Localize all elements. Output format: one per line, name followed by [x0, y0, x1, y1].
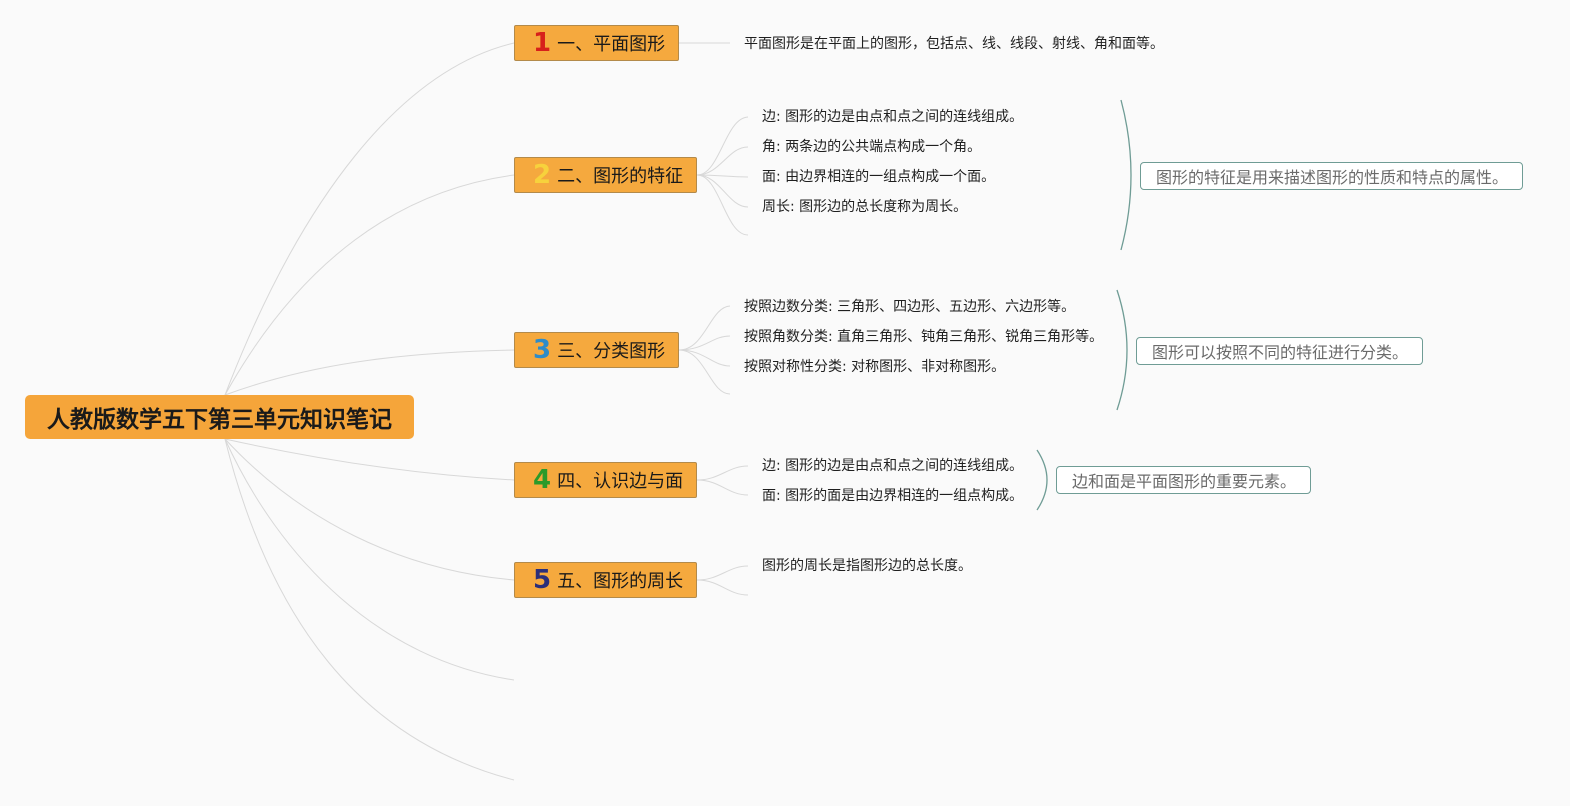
connector-t3-leaf-2: [678, 335, 731, 351]
connector-root-empty-1: [224, 438, 515, 681]
connector-t2-leaf-5: [696, 174, 749, 236]
number-3-icon: 3: [533, 335, 552, 365]
topic-2-detail-3[interactable]: 面: 由边界相连的一组点构成一个面。: [762, 169, 996, 185]
topic-2-summary[interactable]: 图形的特征是用来描述图形的性质和特点的属性。: [1140, 162, 1523, 190]
topic-2-detail-1[interactable]: 边: 图形的边是由点和点之间的连线组成。: [762, 109, 1024, 125]
topic-3-label: 三、分类图形: [557, 341, 666, 362]
summary-bracket-t3: [1116, 289, 1128, 411]
topic-2[interactable]: 2 二、图形的特征: [514, 157, 697, 193]
connector-t5-leaf-1: [696, 565, 749, 581]
connector-t2-leaf-3: [696, 174, 749, 178]
connector-t2-leaf-1: [696, 116, 749, 176]
topic-4-detail-1[interactable]: 边: 图形的边是由点和点之间的连线组成。: [762, 458, 1024, 474]
connector-t3-leaf-1: [678, 305, 731, 351]
topic-3-detail-2[interactable]: 按照角数分类: 直角三角形、钝角三角形、锐角三角形等。: [744, 329, 1104, 345]
connector-root-topic-2: [224, 174, 515, 396]
connector-root-empty-2: [224, 438, 515, 781]
connector-root-topic-3: [224, 349, 515, 396]
topic-2-detail-2[interactable]: 角: 两条边的公共端点构成一个角。: [762, 139, 982, 155]
central-topic[interactable]: 人教版数学五下第三单元知识笔记: [25, 395, 414, 439]
number-2-icon: 2: [533, 160, 552, 190]
topic-4-detail-2[interactable]: 面: 图形的面是由边界相连的一组点构成。: [762, 488, 1024, 504]
topic-3-detail-3[interactable]: 按照对称性分类: 对称图形、非对称图形。: [744, 359, 1006, 375]
summary-bracket-t2: [1120, 99, 1132, 251]
connector-t2-leaf-4: [696, 174, 749, 208]
topic-2-label: 二、图形的特征: [557, 166, 684, 187]
number-4-icon: 4: [533, 465, 552, 495]
connector-root-topic-4: [224, 438, 515, 481]
topic-3-detail-1[interactable]: 按照边数分类: 三角形、四边形、五边形、六边形等。: [744, 299, 1076, 315]
topic-1[interactable]: 1 一、平面图形: [514, 25, 679, 61]
topic-5-label: 五、图形的周长: [557, 571, 684, 592]
topic-5-detail-1[interactable]: 图形的周长是指图形边的总长度。: [762, 558, 972, 574]
topic-1-label: 一、平面图形: [557, 34, 666, 55]
connector-root-topic-5: [224, 438, 515, 581]
summary-bracket-t4: [1036, 449, 1048, 511]
connector-t3-leaf-3: [678, 349, 731, 367]
connector-root-topic-1: [224, 42, 515, 396]
connector-t2-leaf-2: [696, 146, 749, 176]
topic-4-summary[interactable]: 边和面是平面图形的重要元素。: [1056, 466, 1311, 494]
number-1-icon: 1: [533, 28, 552, 58]
topic-3[interactable]: 3 三、分类图形: [514, 332, 679, 368]
topic-4-label: 四、认识边与面: [557, 471, 684, 492]
number-5-icon: 5: [533, 565, 552, 595]
topic-4[interactable]: 4 四、认识边与面: [514, 462, 697, 498]
connector-t4-leaf-2: [696, 479, 749, 496]
topic-5[interactable]: 5 五、图形的周长: [514, 562, 697, 598]
connector-t5-leaf-2: [696, 579, 749, 596]
topic-1-detail-1[interactable]: 平面图形是在平面上的图形，包括点、线、线段、射线、角和面等。: [744, 36, 1164, 52]
connector-t4-leaf-1: [696, 465, 749, 481]
connector-t3-leaf-4: [678, 349, 731, 395]
topic-3-summary[interactable]: 图形可以按照不同的特征进行分类。: [1136, 337, 1423, 365]
topic-2-detail-4[interactable]: 周长: 图形边的总长度称为周长。: [762, 199, 968, 215]
